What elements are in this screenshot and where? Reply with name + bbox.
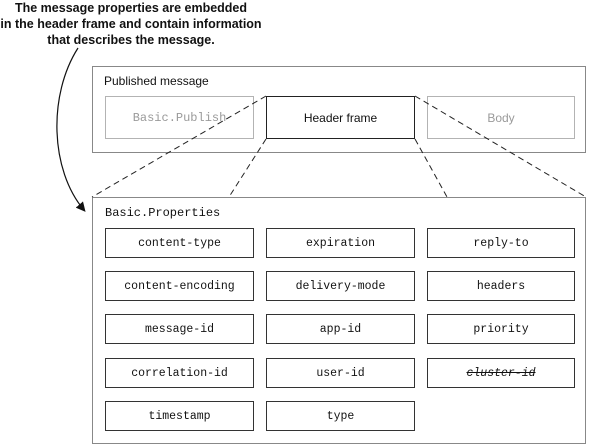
basic-publish-part: Basic.Publish bbox=[105, 96, 254, 139]
annotation-line: that describes the message. bbox=[47, 33, 215, 47]
property-cluster-id-deprecated: cluster-id bbox=[427, 358, 575, 388]
annotation-line: in the header frame and contain informat… bbox=[0, 17, 262, 31]
property-app-id: app-id bbox=[266, 314, 415, 344]
property-correlation-id: correlation-id bbox=[105, 358, 254, 388]
annotation-arrow bbox=[56, 47, 86, 212]
annotation-note: The message properties are embedded in t… bbox=[0, 0, 262, 48]
annotation-line: The message properties are embedded bbox=[14, 1, 248, 15]
property-delivery-mode: delivery-mode bbox=[266, 271, 415, 301]
property-message-id: message-id bbox=[105, 314, 254, 344]
header-frame-part: Header frame bbox=[266, 96, 415, 139]
property-headers: headers bbox=[427, 271, 575, 301]
property-type: type bbox=[266, 401, 415, 431]
published-message-title: Published message bbox=[104, 74, 209, 88]
body-part: Body bbox=[427, 96, 575, 139]
property-reply-to: reply-to bbox=[427, 228, 575, 258]
basic-properties-title: Basic.Properties bbox=[105, 206, 221, 220]
property-priority: priority bbox=[427, 314, 575, 344]
property-expiration: expiration bbox=[266, 228, 415, 258]
property-content-type: content-type bbox=[105, 228, 254, 258]
property-user-id: user-id bbox=[266, 358, 415, 388]
property-content-encoding: content-encoding bbox=[105, 271, 254, 301]
property-timestamp: timestamp bbox=[105, 401, 254, 431]
